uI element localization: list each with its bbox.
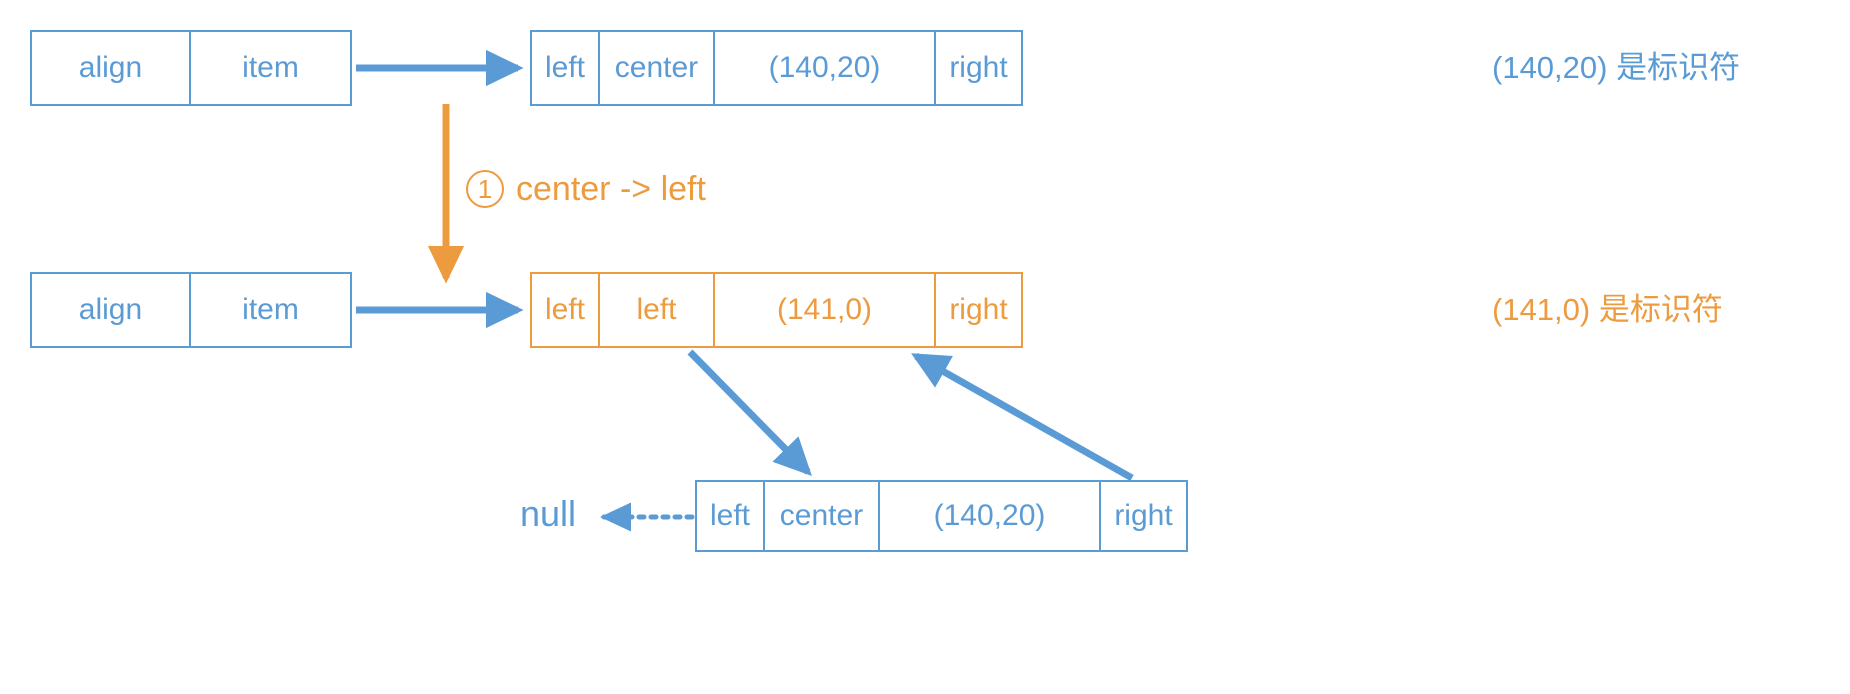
row1-note: (140,20) 是标识符 [1492,50,1741,85]
row3-center-cell: center [765,482,880,550]
step-number-badge: 1 [466,170,504,208]
row2-entry-node: left left (141,0) right [530,272,1023,348]
row2-left-cell: left [532,274,600,346]
row1-center-cell: center [600,32,715,104]
row1-item-cell: item [242,51,299,84]
row3-left-cell: left [697,482,765,550]
row2-value-cell: (141,0) [715,274,936,346]
row1-value-cell: (140,20) [715,32,936,104]
row2-note: (141,0) 是标识符 [1492,292,1723,327]
row2-align-cell: align [32,274,191,346]
row3-right-cell: right [1114,499,1173,532]
row2-right-cell: right [949,293,1008,326]
step-annotation: 1 center -> left [466,170,706,208]
row2-align-item-node: align item [30,272,352,348]
row2-item-cell: item [242,293,299,326]
null-label: null [520,493,577,534]
row1-entry-node: left center (140,20) right [530,30,1023,106]
arrow-diagonal-up-icon [911,352,1134,482]
row2-align-value-cell: left [600,274,715,346]
arrow-diagonal-down-icon [687,349,812,476]
row3-value-cell: (140,20) [880,482,1101,550]
row1-right-cell: right [949,51,1008,84]
row1-align-item-node: align item [30,30,352,106]
detached-node: left center (140,20) right [695,480,1188,552]
row1-align-cell: align [32,32,191,104]
step-text: center -> left [516,170,706,208]
row1-left-cell: left [532,32,600,104]
